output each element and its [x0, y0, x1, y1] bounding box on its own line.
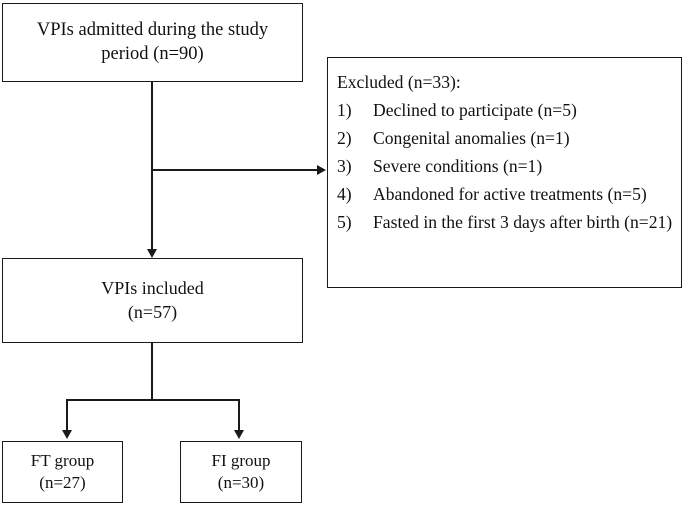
excluded-reason-text: Severe conditions (n=1)	[373, 155, 543, 176]
connector-included-to-split	[151, 343, 153, 401]
connector-admitted-to-included	[151, 82, 153, 249]
excluded-reason-item: 2) Congenital anomalies (n=1)	[337, 125, 677, 153]
arrowhead-down-icon	[146, 249, 157, 258]
connector-split-to-ft-group	[66, 399, 68, 431]
connector-split-bar	[66, 399, 240, 401]
arrowhead-down-icon	[61, 430, 72, 439]
connector-to-excluded	[151, 169, 318, 171]
node-ft-group-line1: FT group	[30, 451, 95, 471]
excluded-reason-text: Congenital anomalies (n=1)	[373, 127, 570, 148]
excluded-reason-item: 1) Declined to participate (n=5)	[337, 97, 677, 125]
node-ft-group: FT group (n=27)	[2, 441, 123, 503]
node-vpis-admitted-line2: period (n=90)	[101, 43, 204, 64]
excluded-title: Excluded (n=33):	[337, 72, 461, 92]
node-vpis-admitted: VPIs admitted during the study period (n…	[2, 3, 303, 82]
node-ft-group-line2: (n=27)	[39, 473, 86, 492]
excluded-reason-item: 3) Severe conditions (n=1)	[337, 153, 677, 181]
connector-split-to-fi-group	[238, 399, 240, 431]
excluded-reason-item: 4) Abandoned for active treatments (n=5)	[337, 181, 677, 209]
excluded-reason-number: 3)	[337, 155, 352, 176]
node-vpis-included: VPIs included (n=57)	[2, 258, 303, 343]
excluded-reason-number: 1)	[337, 99, 352, 120]
excluded-reason-item: 5) Fasted in the first 3 days after birt…	[337, 209, 677, 237]
excluded-reason-list: 1) Declined to participate (n=5) 2) Cong…	[337, 97, 677, 237]
excluded-reason-text: Fasted in the first 3 days after birth (…	[373, 211, 673, 232]
node-vpis-included-line2: (n=57)	[127, 301, 178, 322]
arrowhead-down-icon	[233, 430, 244, 439]
excluded-reason-number: 2)	[337, 127, 352, 148]
excluded-reason-number: 5)	[337, 211, 352, 232]
excluded-reason-text: Abandoned for active treatments (n=5)	[373, 183, 647, 204]
excluded-reason-number: 4)	[337, 183, 352, 204]
node-fi-group: FI group (n=30)	[180, 441, 302, 503]
node-fi-group-line1: FI group	[211, 451, 271, 471]
node-fi-group-line2: (n=30)	[217, 473, 265, 492]
node-vpis-admitted-line1: VPIs admitted during the study	[36, 19, 269, 40]
node-excluded: Excluded (n=33): 1) Declined to particip…	[327, 57, 682, 288]
node-vpis-included-line1: VPIs included	[101, 278, 204, 299]
excluded-reason-text: Declined to participate (n=5)	[373, 99, 577, 120]
arrowhead-right-icon	[317, 164, 326, 175]
